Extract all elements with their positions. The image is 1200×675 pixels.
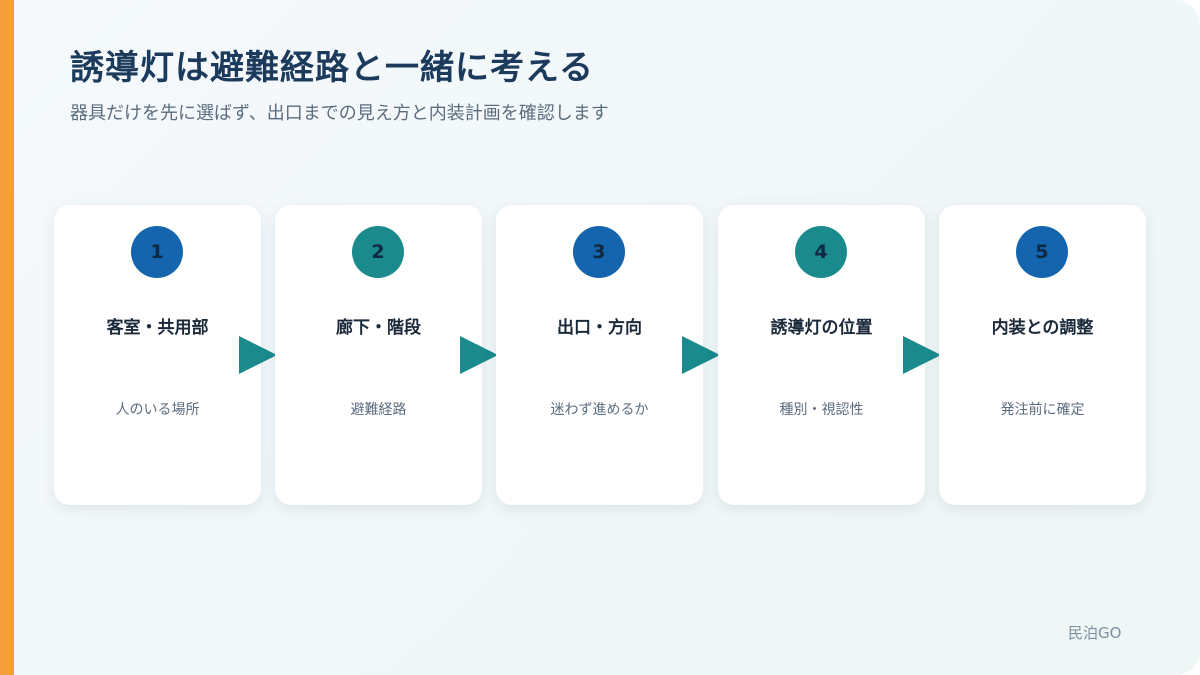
step-title: 出口・方向	[557, 318, 642, 338]
step-number: 5	[1035, 241, 1049, 263]
step-description: 種別・視認性	[779, 402, 864, 418]
arrow-right-icon	[903, 336, 941, 374]
brand-logo-text: 民泊GO	[1068, 624, 1122, 642]
step-number-badge: 3	[573, 226, 625, 278]
step-number: 3	[592, 241, 606, 263]
step-description: 人のいる場所	[115, 402, 200, 418]
step-number-badge: 4	[795, 226, 847, 278]
step-card-5: 5 内装との調整 発注前に確定	[939, 205, 1146, 505]
step-number-badge: 1	[131, 226, 183, 278]
step-card-2: 2 廊下・階段 避難経路	[275, 205, 482, 505]
arrow-right-icon	[239, 336, 277, 374]
step-card-3: 3 出口・方向 迷わず進めるか	[496, 205, 703, 505]
step-number-badge: 5	[1016, 226, 1068, 278]
page-title: 誘導灯は避難経路と一緒に考える	[70, 48, 594, 88]
step-number: 1	[150, 241, 164, 263]
step-title: 誘導灯の位置	[770, 318, 873, 338]
arrow-right-icon	[682, 336, 720, 374]
step-card-4: 4 誘導灯の位置 種別・視認性	[718, 205, 925, 505]
step-title: 内装との調整	[991, 318, 1094, 338]
step-description: 避難経路	[350, 402, 407, 418]
step-title: 客室・共用部	[106, 318, 209, 338]
step-description: 迷わず進めるか	[550, 402, 649, 418]
step-card-1: 1 客室・共用部 人のいる場所	[54, 205, 261, 505]
step-title: 廊下・階段	[336, 318, 421, 338]
step-number: 4	[814, 241, 828, 263]
step-description: 発注前に確定	[1000, 402, 1085, 418]
step-number: 2	[371, 241, 385, 263]
arrow-right-icon	[460, 336, 498, 374]
page-subtitle: 器具だけを先に選ばず、出口までの見え方と内装計画を確認します	[70, 103, 609, 124]
step-number-badge: 2	[352, 226, 404, 278]
accent-bar	[0, 0, 14, 675]
